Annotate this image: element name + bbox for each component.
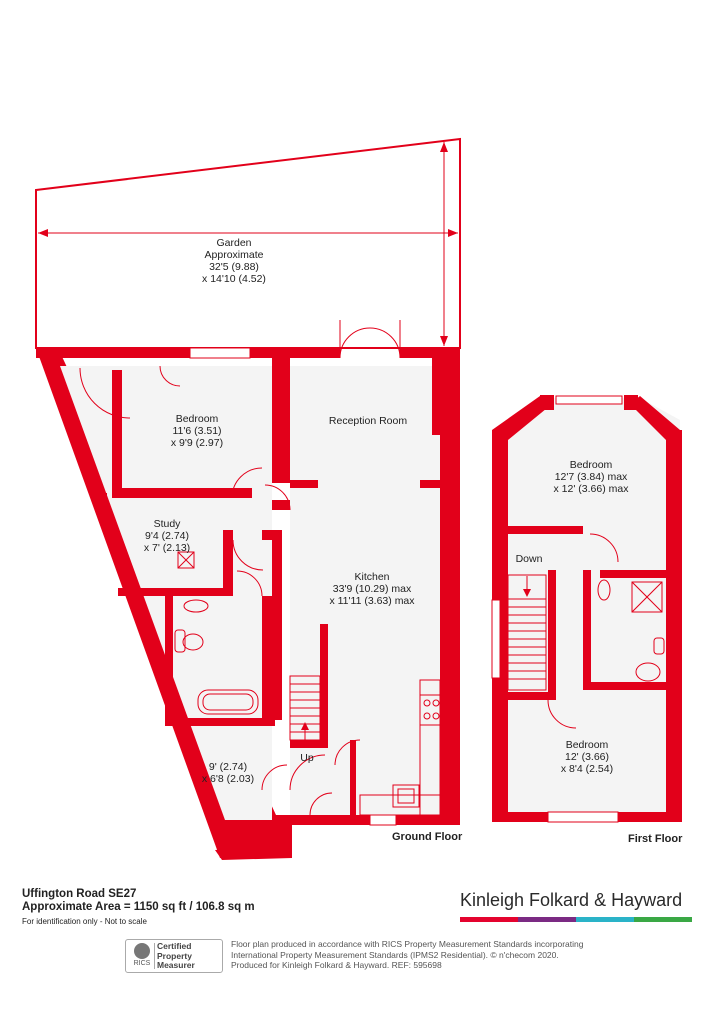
first-floor bbox=[491, 395, 682, 823]
bedroom-first1-dim1: 12'7 (3.84) max bbox=[555, 471, 628, 483]
rics-line2: Property bbox=[157, 950, 192, 961]
garden-name: Garden bbox=[216, 237, 251, 249]
bedroom-first2-dim2: x 8'4 (2.54) bbox=[561, 763, 613, 775]
footer: Uffington Road SE27 Approximate Area = 1… bbox=[0, 870, 715, 1033]
bedroom-first1-name: Bedroom bbox=[570, 459, 613, 471]
garden-dim1: 32'5 (9.88) bbox=[209, 261, 259, 273]
rics-certification: Certified Property Measurer bbox=[157, 941, 195, 971]
reception-name: Reception Room bbox=[329, 415, 407, 427]
rics-emblem-icon bbox=[134, 943, 150, 959]
kitchen-dim1: 33'9 (10.29) max bbox=[333, 583, 412, 595]
ground-floor bbox=[36, 320, 460, 860]
property-address: Uffington Road SE27 bbox=[22, 888, 137, 900]
small-room-dim2: x 6'8 (2.03) bbox=[202, 773, 254, 785]
garden-dim2: x 14'10 (4.52) bbox=[202, 273, 266, 285]
brand-bar-red bbox=[460, 917, 518, 922]
rics-line3: Measurer bbox=[157, 960, 195, 970]
garden-note: Approximate bbox=[205, 249, 264, 261]
stairs-up-label: Up bbox=[300, 752, 314, 764]
brand-bar-purple bbox=[518, 917, 576, 922]
floor-plan: Garden Approximate 32'5 (9.88) x 14'10 (… bbox=[35, 137, 683, 860]
rics-logo: RICS bbox=[130, 943, 154, 969]
agent-brand: Kinleigh Folkard & Hayward bbox=[460, 890, 683, 910]
bedroom-ground-dim1: 11'6 (3.51) bbox=[172, 425, 221, 437]
first-floor-label: First Floor bbox=[628, 833, 683, 845]
stairs-down-label: Down bbox=[516, 553, 543, 565]
kitchen-dim2: x 11'11 (3.63) max bbox=[329, 595, 415, 607]
bedroom-first1-dim2: x 12' (3.66) max bbox=[554, 483, 630, 495]
note-line3: Produced for Kinleigh Folkard & Hayward.… bbox=[231, 960, 442, 970]
note-line2: International Property Measurement Stand… bbox=[231, 949, 559, 960]
brand-bar-green bbox=[634, 917, 692, 922]
first-stairs bbox=[507, 574, 547, 691]
study-dim2: x 7' (2.13) bbox=[144, 542, 190, 554]
study-name: Study bbox=[154, 518, 182, 530]
approximate-area: Approximate Area = 1150 sq ft / 106.8 sq… bbox=[22, 901, 255, 913]
rics-logo-text: RICS bbox=[133, 960, 151, 967]
study-dim1: 9'4 (2.74) bbox=[145, 530, 189, 542]
rics-badge: RICS Certified Property Measurer bbox=[125, 939, 223, 973]
bedroom-ground-name: Bedroom bbox=[176, 413, 219, 425]
rics-divider bbox=[154, 943, 155, 969]
bedroom-ground-dim2: x 9'9 (2.97) bbox=[171, 437, 223, 449]
standards-notes: Floor plan produced in accordance with R… bbox=[231, 939, 591, 971]
bedroom-first2-name: Bedroom bbox=[566, 739, 609, 751]
kitchen-name: Kitchen bbox=[354, 571, 389, 583]
brand-bar-cyan bbox=[576, 917, 634, 922]
bedroom-first2-dim1: 12' (3.66) bbox=[565, 751, 609, 763]
note-line1: Floor plan produced in accordance with R… bbox=[231, 939, 584, 949]
disclaimer: For identification only - Not to scale bbox=[22, 917, 147, 926]
rics-line1: Certified bbox=[157, 941, 192, 951]
ground-stairs bbox=[289, 675, 321, 744]
ground-floor-label: Ground Floor bbox=[392, 831, 463, 843]
small-room-dim1: 9' (2.74) bbox=[209, 761, 247, 773]
